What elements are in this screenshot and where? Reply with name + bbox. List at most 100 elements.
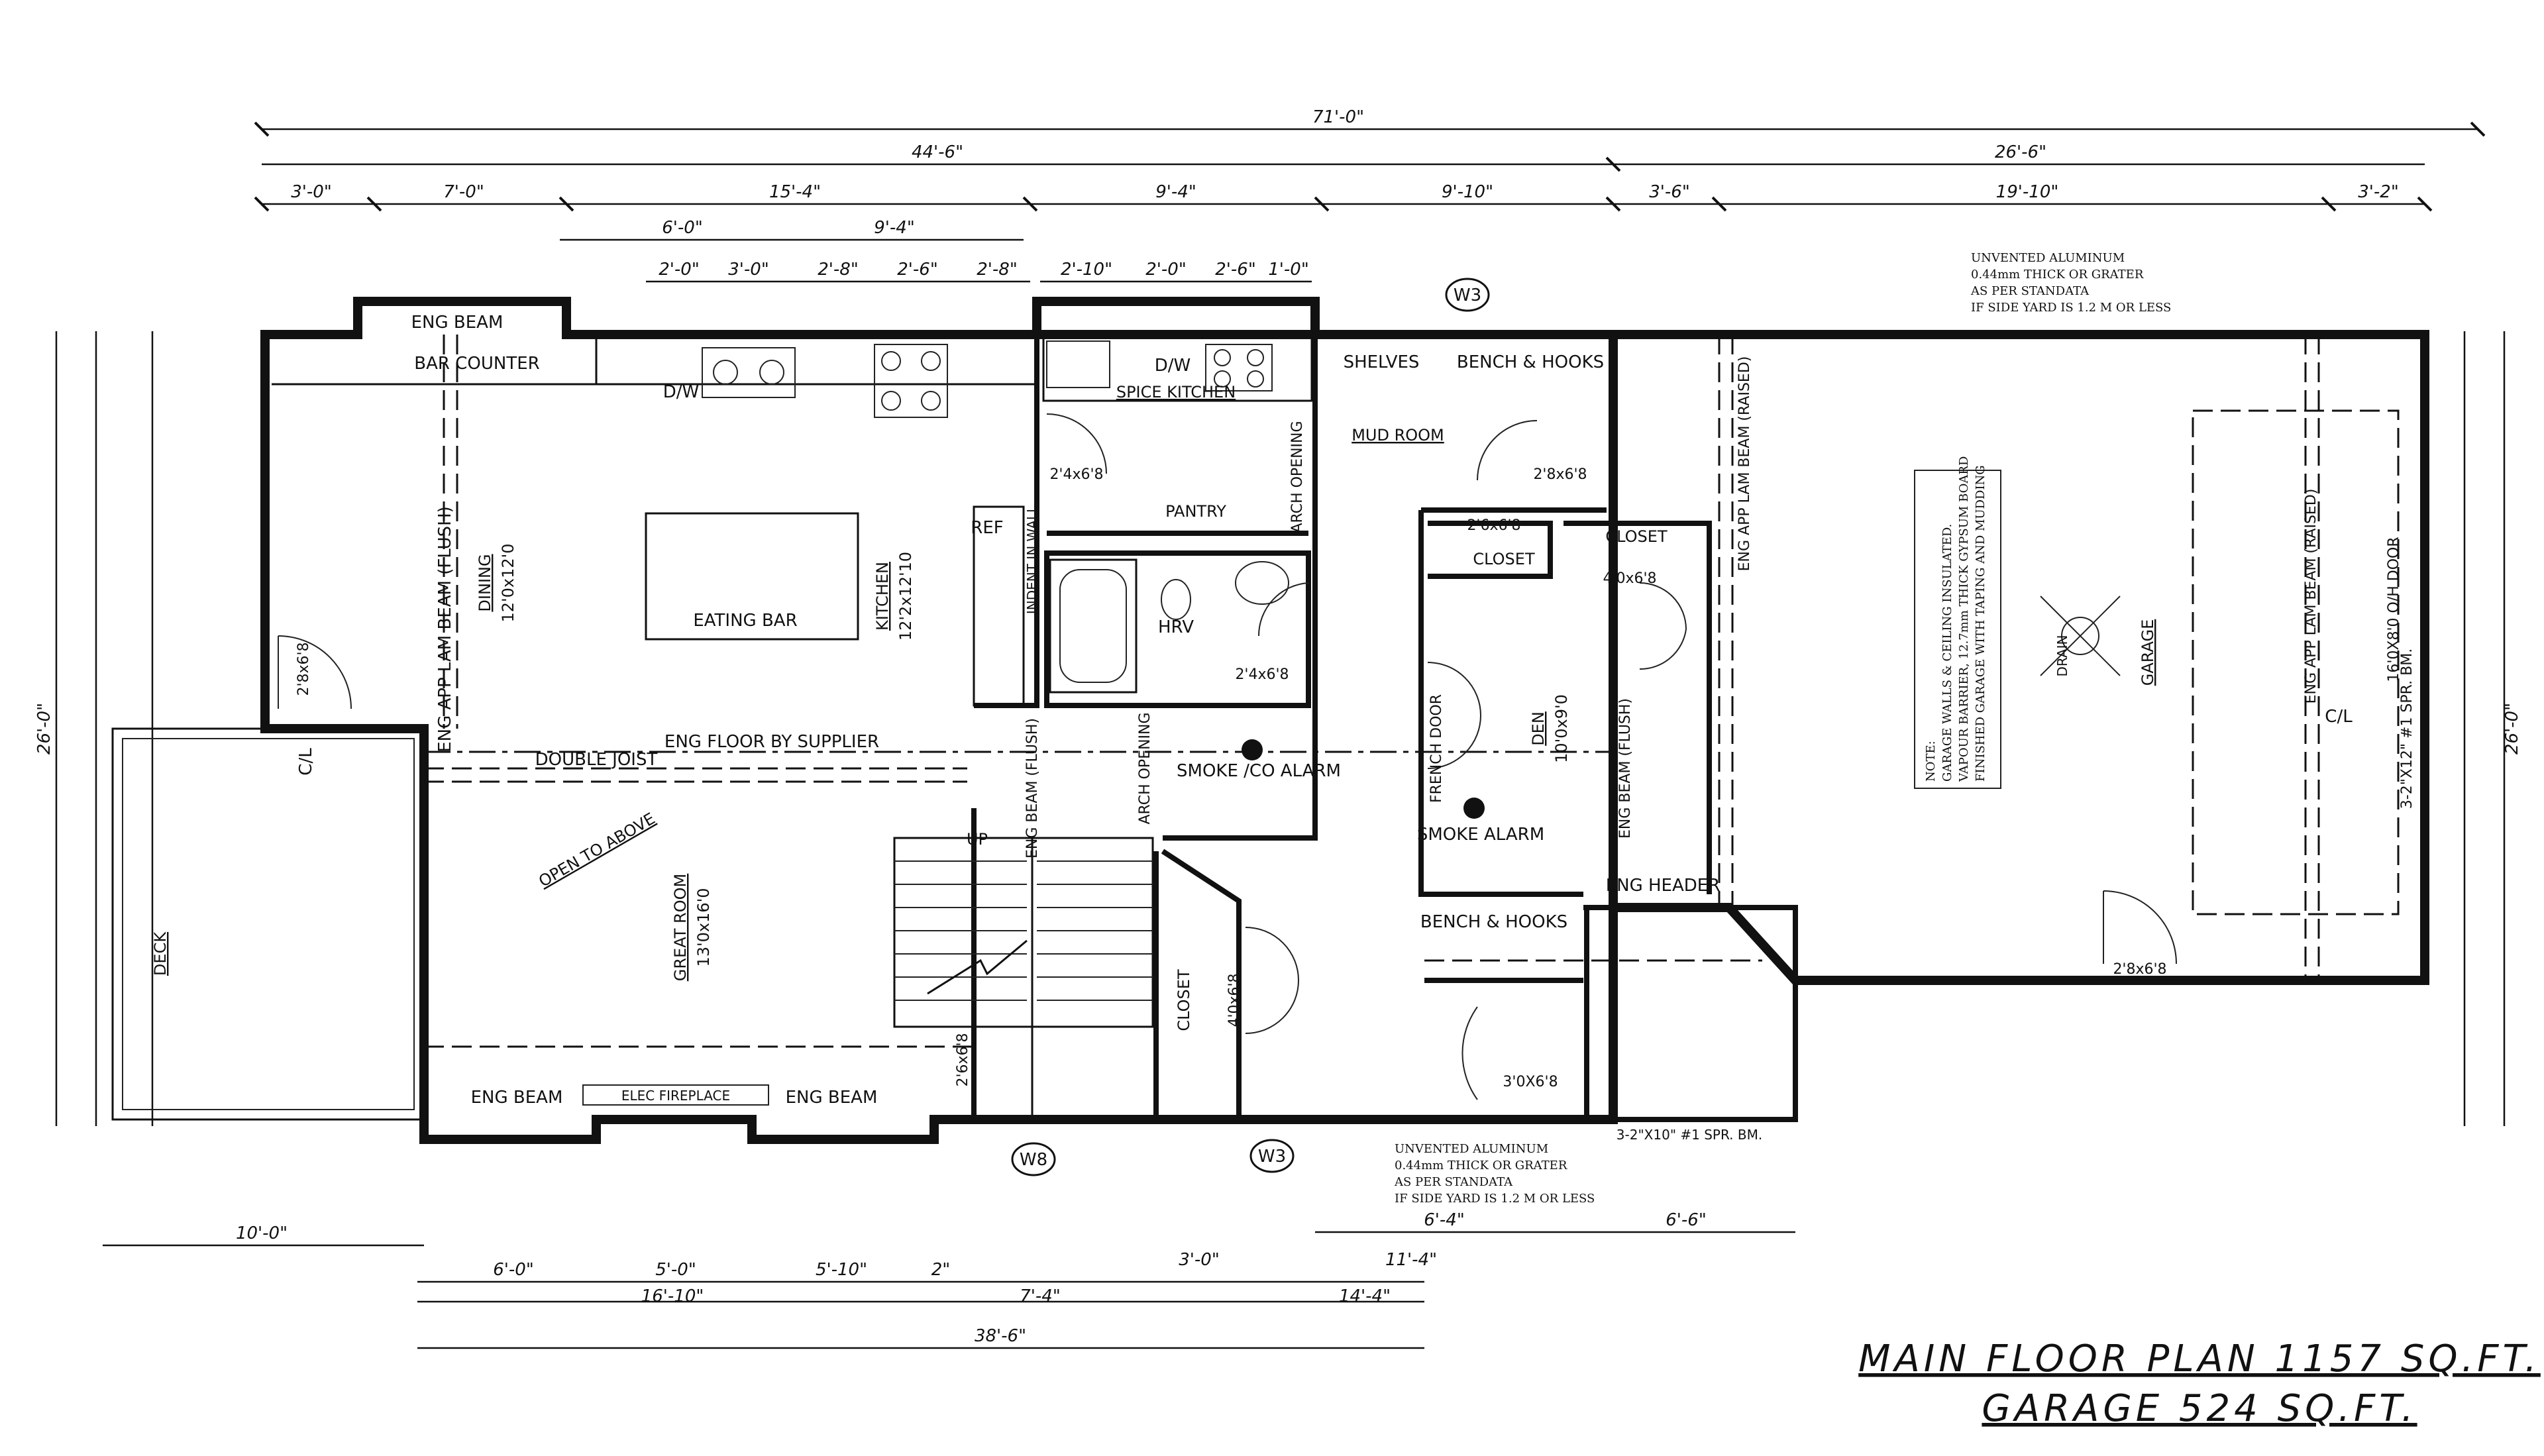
exterior-walls [260, 297, 2429, 1144]
bottom-dimensions: 10'-0" 6'-0" 5'-0" 5'-10" 2" 3'-0" 11'-4… [103, 1210, 1795, 1349]
door-3: 2'4x6'8 [1235, 666, 1289, 683]
dw-label-spice: D/W [1155, 356, 1191, 376]
note-garage-2: VAPOUR BARRIER, 12.7mm THICK GYPSUM BOAR… [1957, 456, 1971, 782]
closet-label-stairs: CLOSET [1175, 969, 1193, 1031]
dim-kitchen-1: 3'-0" [728, 260, 769, 280]
note-garage-3: FINISHED GARAGE WITH TAPING AND MUDDING [1974, 465, 1988, 782]
great-room-name: GREAT ROOM [671, 874, 690, 981]
note-aluminum-top-2: AS PER STANDATA [1970, 284, 2090, 298]
dim-depth-right: 26'-0" [2502, 703, 2522, 754]
note-aluminum-bottom-2: AS PER STANDATA [1394, 1175, 1513, 1189]
cl-label-right: C/L [2325, 707, 2353, 727]
door-2: 2'6x6'8 [1467, 517, 1520, 534]
drain-symbol [1914, 470, 2121, 789]
dim-top-5: 3'-6" [1649, 182, 1690, 202]
eng-beam-top: ENG BEAM [411, 313, 504, 333]
dim-b2-0: 16'-10" [641, 1286, 704, 1306]
door-9: 2'8x6'8 [2113, 961, 2166, 978]
shelves-label: SHELVES [1344, 352, 1420, 372]
lam-beam-raised-left: ENG APP LAM BEAM (RAISED) [1736, 356, 1753, 572]
dim-kitchen-0: 2'-0" [659, 260, 700, 280]
spr-bm-label: 3-2"X12" #1 SPR. BM. [2399, 649, 2415, 809]
spice-kitchen-label: SPICE KITCHEN [1116, 383, 1236, 401]
dim-top-1: 7'-0" [443, 182, 484, 202]
dining-size: 12'0x12'0 [499, 543, 517, 622]
smoke-alarm-icons [1242, 739, 1485, 819]
dim-spice-0: 2'-10" [1061, 260, 1112, 280]
deck-label: DECK [151, 931, 170, 976]
bench-hooks-top: BENCH & HOOKS [1457, 352, 1604, 372]
dim-b1-3: 2" [931, 1260, 951, 1280]
title-main-floor: MAIN FLOOR PLAN 1157 SQ.FT. [1858, 1337, 2541, 1380]
closet-label-mudroom: CLOSET [1473, 550, 1535, 568]
deck: DECK [111, 727, 425, 1121]
window-tags: W3 W8 W3 [1011, 278, 1490, 1176]
closet-label-hall: CLOSET [1605, 527, 1668, 546]
garage-label: GARAGE [2139, 619, 2157, 686]
note-aluminum-top-3: IF SIDE YARD IS 1.2 M OR LESS [1971, 301, 2171, 315]
arch-opening-top: ARCH OPENING [1289, 421, 1306, 533]
ref-label: REF [971, 518, 1003, 538]
stairs: UP [893, 830, 1154, 1119]
interior-walls [971, 335, 1712, 1119]
window-tag-w8: W8 [1020, 1150, 1047, 1170]
smoke-alarm-label: SMOKE ALARM [1417, 825, 1544, 845]
pantry-label: PANTRY [1165, 502, 1226, 521]
eating-bar-label: EATING BAR [693, 611, 797, 631]
dim-b1-0: 6'-0" [493, 1260, 534, 1280]
mud-room-label: MUD ROOM [1352, 426, 1444, 444]
eng-header-label: ENG HEADER [1606, 876, 1721, 896]
smoke-co-label: SMOKE /CO ALARM [1177, 761, 1341, 781]
elec-fireplace-label: ELEC FIREPLACE [621, 1088, 730, 1104]
plan-title: MAIN FLOOR PLAN 1157 SQ.FT. GARAGE 524 S… [1858, 1337, 2541, 1430]
door-labels: 2'8x6'8 2'4x6'8 2'6x6'8 2'4x6'8 4'0x6'8 … [295, 466, 2167, 1090]
lam-beam-raised-right: ENG APP LAM BEAM (RAISED) [2303, 489, 2319, 704]
window-tag-w3-top: W3 [1454, 286, 1481, 305]
dim-top-2: 15'-4" [769, 182, 821, 202]
dim-kitchen-2: 2'-8" [818, 260, 859, 280]
note-aluminum-top-0: UNVENTED ALUMINUM [1971, 251, 2125, 265]
dim-b1-2: 5'-10" [816, 1260, 867, 1280]
eng-beam-bottom-right: ENG BEAM [786, 1088, 878, 1108]
note-aluminum-top-1: 0.44mm THICK OR GRATER [1971, 268, 2144, 282]
door-6: 2'6x6'8 [955, 1033, 971, 1086]
dim-spice-1: 2'-0" [1145, 260, 1187, 280]
dim-house-width: 44'-6" [912, 142, 963, 162]
door-8: 3'0X6'8 [1503, 1074, 1558, 1090]
eng-beam-bottom-left: ENG BEAM [471, 1088, 563, 1108]
lam-beam-flush-label: ENG APP LAM BEAM (FLUSH) [435, 506, 455, 753]
dim-kitchen-3: 2'-6" [897, 260, 938, 280]
note-aluminum-bottom-0: UNVENTED ALUMINUM [1395, 1142, 1548, 1156]
dim-top-4: 9'-10" [1442, 182, 1493, 202]
french-door-label: FRENCH DOOR [1428, 694, 1445, 803]
note-garage-1: GARAGE WALLS & CEILING INSULATED. [1940, 524, 1954, 782]
dw-label-kitchen: D/W [663, 382, 700, 402]
arch-opening-bottom: ARCH OPENING [1137, 712, 1153, 824]
door-5: 2'8x6'8 [1533, 466, 1587, 483]
kitchen-area [272, 333, 1313, 707]
dim-top-6: 19'-10" [1996, 182, 2059, 202]
title-garage: GARAGE 524 SQ.FT. [1982, 1387, 2417, 1430]
dim-b1-1: 5'-0" [655, 1260, 696, 1280]
dim-den-bottom-1: 6'-6" [1666, 1210, 1707, 1230]
drain-label: DRAIN [2054, 635, 2070, 676]
note-aluminum-bottom-1: 0.44mm THICK OR GRATER [1395, 1159, 1567, 1172]
notes: UNVENTED ALUMINUM 0.44mm THICK OR GRATER… [1394, 251, 2171, 1206]
indent-wall-label: INDENT IN WALL [1024, 505, 1040, 614]
dim-top-3: 9'-4" [1155, 182, 1196, 202]
smoke-co-alarm-icon [1242, 739, 1263, 760]
dim-b1-5: 11'-4" [1385, 1250, 1437, 1270]
door-4: 4'0x6'8 [1603, 570, 1656, 587]
eng-beam-flush-den: ENG BEAM (FLUSH) [1617, 698, 1634, 839]
dim-upper-1: 9'-4" [874, 218, 915, 238]
open-to-above-label: OPEN TO ABOVE [535, 809, 658, 890]
door-0: 2'8x6'8 [295, 642, 312, 696]
door-1: 2'4x6'8 [1049, 466, 1103, 483]
double-joist-label: DOUBLE JOIST [535, 750, 658, 770]
den-name: DEN [1529, 711, 1548, 746]
spr-bm-bottom-label: 3-2"X10" #1 SPR. BM. [1616, 1127, 1762, 1143]
dim-spice-3: 1'-0" [1268, 260, 1309, 280]
great-room-size: 13'0x16'0 [694, 888, 713, 966]
kitchen-name: KITCHEN [873, 562, 892, 631]
